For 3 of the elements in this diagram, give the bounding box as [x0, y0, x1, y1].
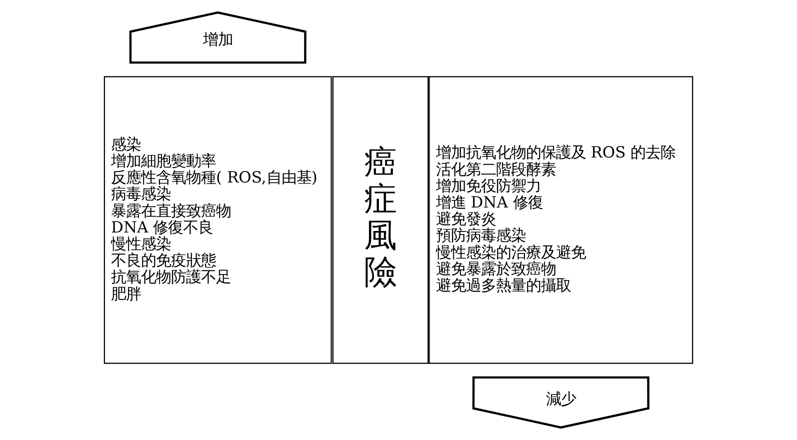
node-box: 癌症風險	[332, 76, 429, 364]
node-box: 感染 增加細胞變動率 反應性含氧物種( ROS,自由基) 病毒感染 暴露在直接致癌物 DNA 修復不良 慢性感染 不良的免疫狀態 抗氧化物防護不足 肥胖	[104, 76, 332, 364]
node-box: 增加抗氧化物的保護及 ROS 的去除 活化第二階段酵素 增加免役防禦力 增進 DNA 修復 避免發炎 預防病毒感染 慢性感染的治療及避免 避免暴露於致癌物 避免過多熱量的攝取	[428, 76, 694, 364]
